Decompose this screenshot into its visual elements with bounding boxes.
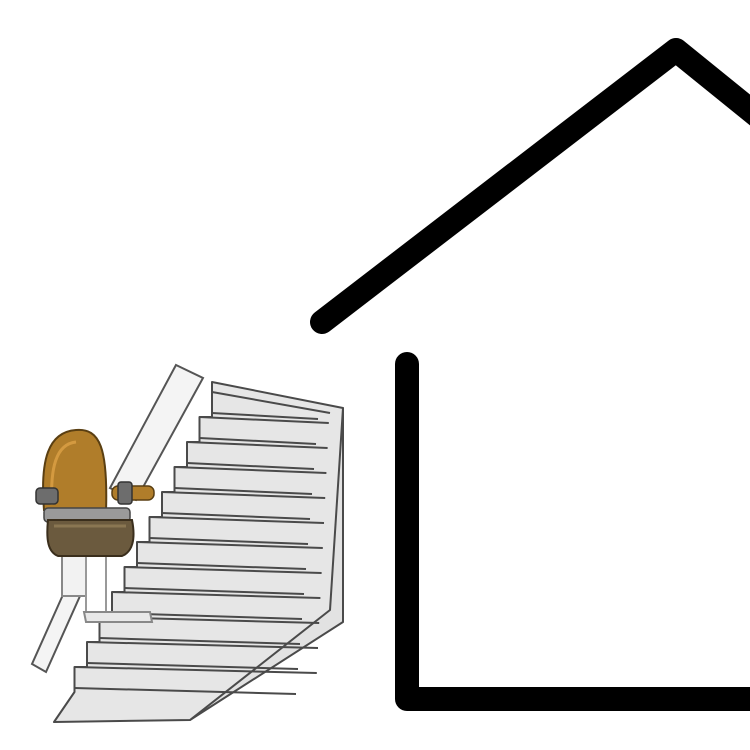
- chair-armrest-left: [35, 487, 59, 505]
- chair-column: [85, 547, 107, 619]
- staircase-tread-edge: [174, 466, 327, 474]
- house-roof: [310, 38, 750, 334]
- house-outline-icon: [310, 38, 750, 711]
- staircase-riser-edge: [124, 587, 305, 595]
- staircase-tread-edge: [111, 591, 321, 599]
- staircase-tread-edge: [149, 516, 325, 524]
- staircase-riser-edge: [136, 562, 307, 570]
- staircase-riser-edge: [99, 637, 301, 645]
- staircase-icon: [53, 381, 344, 723]
- staircase-tread-edge: [74, 666, 317, 674]
- staircase-riser-edge: [174, 487, 313, 495]
- staircase-tread-edge: [186, 441, 328, 449]
- staircase-tread-edge: [161, 491, 326, 499]
- rail-lower-segment: [30, 586, 82, 674]
- staircase-riser-edge: [149, 537, 309, 545]
- chair-seat-cushion: [46, 519, 135, 557]
- chair-backrest: [42, 428, 108, 514]
- staircase-riser-edge: [74, 687, 297, 695]
- staircase-tread-edge: [86, 641, 319, 649]
- staircase-tread-edge: [124, 566, 322, 574]
- chair-footrest: [82, 611, 154, 623]
- staircase-riser-edge: [186, 462, 315, 470]
- staircase-riser-edge: [161, 512, 311, 520]
- staircase-riser-edge: [86, 662, 299, 670]
- staircase-tread-edge: [136, 541, 323, 549]
- staircase-riser-edge: [211, 412, 319, 420]
- staircase-tread-edge: [211, 391, 331, 414]
- stairlift-chair-icon: [35, 428, 155, 623]
- staircase-tread-edge: [199, 416, 329, 424]
- house-walls: [395, 352, 750, 711]
- staircase-riser-edge: [199, 437, 317, 445]
